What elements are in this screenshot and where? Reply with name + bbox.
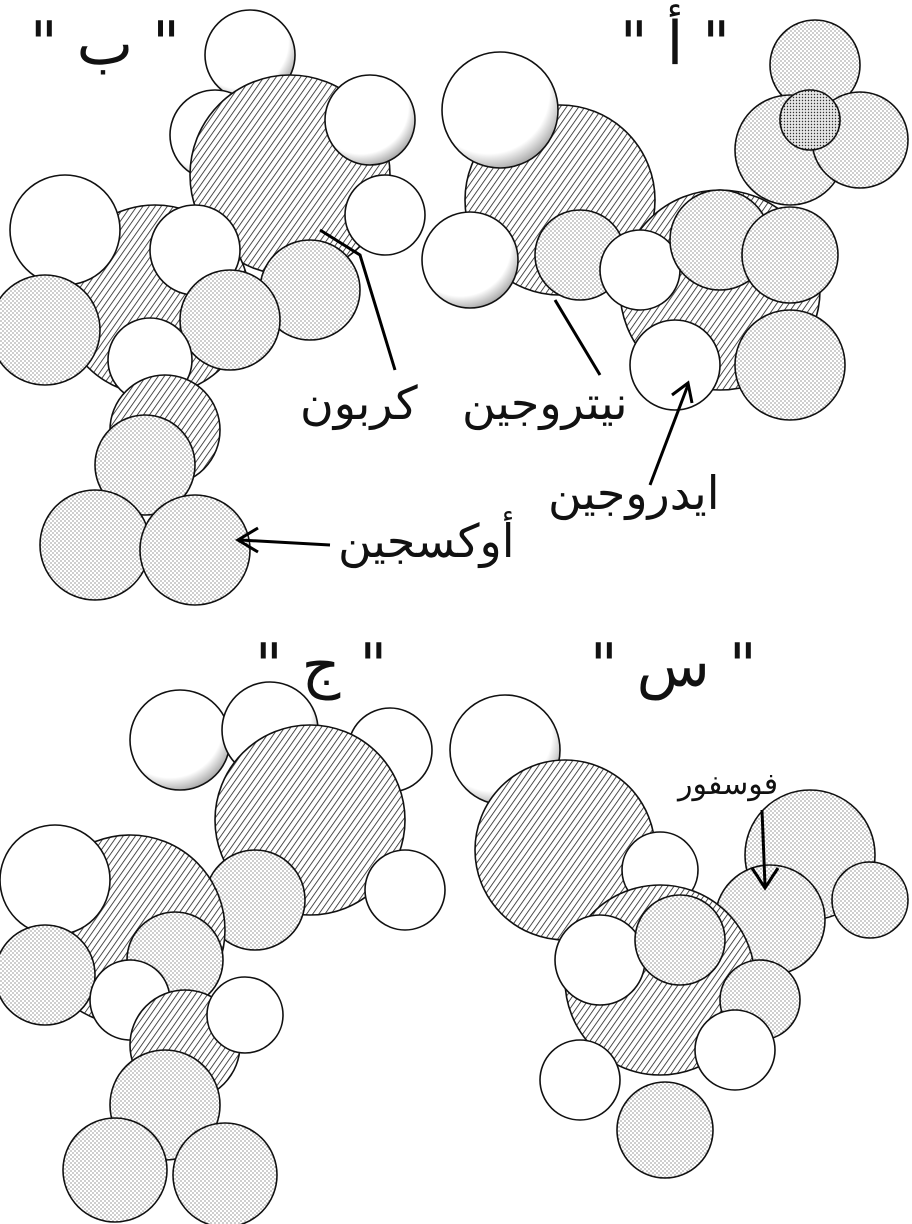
panel-d-label: " ج " (255, 636, 387, 696)
phosphorus-atom (832, 862, 908, 938)
nitrogen-label: نيتروجين (462, 380, 628, 426)
hydrogen-atom (0, 275, 100, 385)
hydrogen-atom (735, 310, 845, 420)
nitrogen-leader-line (555, 300, 600, 375)
hydrogen-atom (0, 925, 95, 1025)
hydrogen-atom (630, 320, 720, 410)
phosphorus-atom (780, 90, 840, 150)
hydrogen-atom (695, 1010, 775, 1090)
hydrogen-atom (130, 690, 230, 790)
hydrogen-atom (325, 75, 415, 165)
oxygen-atom (40, 490, 150, 600)
oxygen-atom (63, 1118, 167, 1222)
oxygen-label: أوكسجين (338, 518, 515, 564)
hydrogen-atom (207, 977, 283, 1053)
hydrogen-atom (600, 230, 680, 310)
hydrogen-atom (555, 915, 645, 1005)
oxygen-atom (140, 495, 250, 605)
hydrogen-atom (742, 207, 838, 303)
hydrogen-atom (617, 1082, 713, 1178)
panel-b-label: " ب " (30, 14, 180, 74)
carbon-label: كربون (300, 380, 418, 426)
hydrogen-label: ايدروجين (548, 470, 720, 516)
hydrogen-atom (0, 825, 110, 935)
panel-c-label: " س " (590, 636, 757, 696)
panel-a-label: " أ " (620, 14, 730, 74)
hydrogen-atom (180, 270, 280, 370)
hydrogen-atom (10, 175, 120, 285)
phosphorus-label: فوسفور (678, 770, 778, 800)
oxygen-leader-line (240, 540, 330, 545)
hydrogen-atom (365, 850, 445, 930)
hydrogen-atom (540, 1040, 620, 1120)
hydrogen-atom (635, 895, 725, 985)
panel-d-molecule (0, 682, 445, 1224)
panel-a-molecule (422, 20, 908, 420)
hydrogen-atom (442, 52, 558, 168)
oxygen-atom (173, 1123, 277, 1224)
hydrogen-atom (422, 212, 518, 308)
hydrogen-atom (345, 175, 425, 255)
